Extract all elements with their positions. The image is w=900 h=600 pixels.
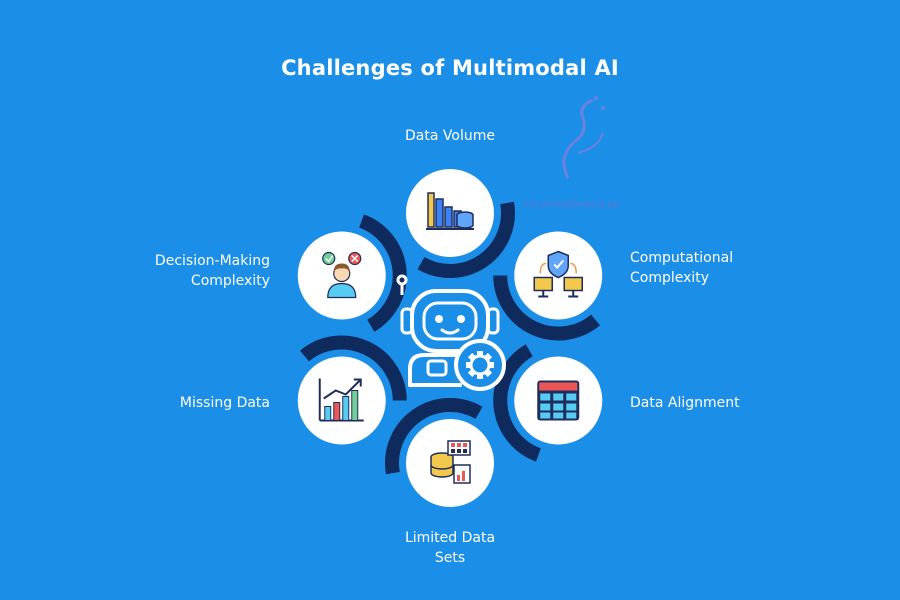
ring-nodes — [297, 169, 603, 507]
label-line: Data Alignment — [630, 395, 740, 411]
label-data-alignment: Data Alignment — [630, 393, 740, 413]
node-data-alignment — [514, 356, 603, 445]
ring-arc — [493, 275, 601, 341]
bar-chart-database-icon — [426, 192, 474, 230]
ring-arcs — [299, 201, 601, 475]
watermark-logo — [562, 96, 605, 179]
label-line: Decision-Making — [154, 253, 270, 269]
robot-gear-icon — [396, 274, 506, 391]
node-limited-data-sets — [406, 419, 494, 507]
label-limited-data-sets: Limited Data Sets — [350, 528, 550, 568]
label-line: Computational — [630, 250, 734, 266]
ring-arc — [385, 398, 483, 475]
node-missing-data — [297, 356, 386, 445]
node-circle — [297, 356, 386, 445]
label-line: Sets — [434, 550, 466, 566]
table-grid-icon — [537, 380, 580, 421]
label-line: Data Volume — [405, 128, 495, 144]
database-tables-icon — [430, 440, 471, 484]
label-line: Complexity — [630, 270, 710, 286]
label-missing-data: Missing Data — [70, 393, 270, 413]
node-data-volume — [406, 169, 494, 257]
label-line: Complexity — [190, 273, 270, 289]
person-choices-icon — [322, 251, 362, 299]
shield-network-computers-icon — [533, 250, 584, 298]
ring-arc — [358, 214, 407, 332]
label-data-volume: Data Volume — [350, 126, 550, 146]
label-computational-complexity: Computational Complexity — [630, 248, 733, 288]
watermark-text: ilm.ahmadfinance.pk — [524, 200, 619, 210]
node-decision-making-complexity — [297, 231, 386, 320]
node-computational-complexity — [514, 231, 603, 320]
page-title: Challenges of Multimodal AI — [281, 56, 619, 80]
ring-arc — [493, 344, 542, 462]
label-line: Missing Data — [179, 395, 270, 411]
label-decision-making-complexity: Decision-Making Complexity — [70, 251, 270, 291]
trend-chart-icon — [318, 378, 364, 422]
label-line: Limited Data — [404, 530, 496, 546]
ring-arc — [417, 201, 515, 278]
ring-arc — [299, 335, 407, 401]
